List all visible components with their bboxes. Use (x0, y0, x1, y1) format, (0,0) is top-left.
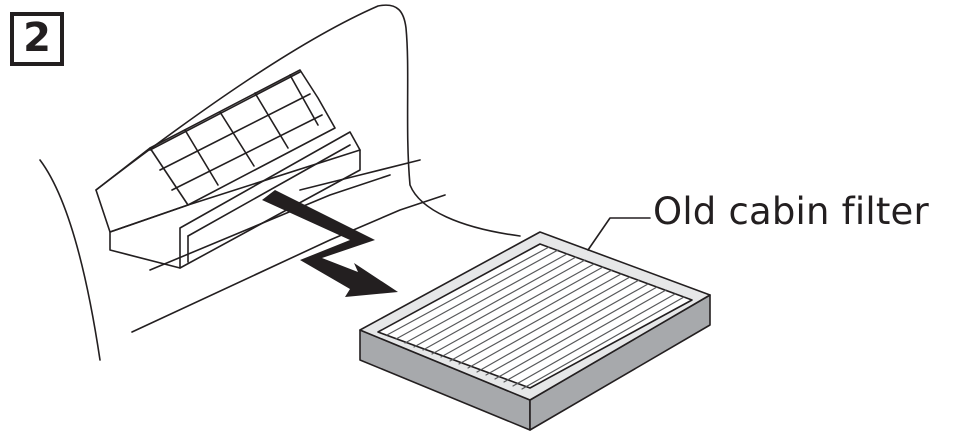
callout-leader-line (587, 217, 651, 251)
step-number: 2 (23, 15, 51, 61)
filter-pleats (386, 246, 685, 390)
cabin-filter (359, 231, 711, 431)
removal-arrow (262, 190, 398, 297)
dashboard-outline (39, 4, 521, 361)
callout-label: Old cabin filter (653, 190, 929, 233)
glove-box-opening (109, 131, 361, 269)
step-badge: 2 (10, 12, 64, 66)
air-vent (95, 69, 336, 233)
